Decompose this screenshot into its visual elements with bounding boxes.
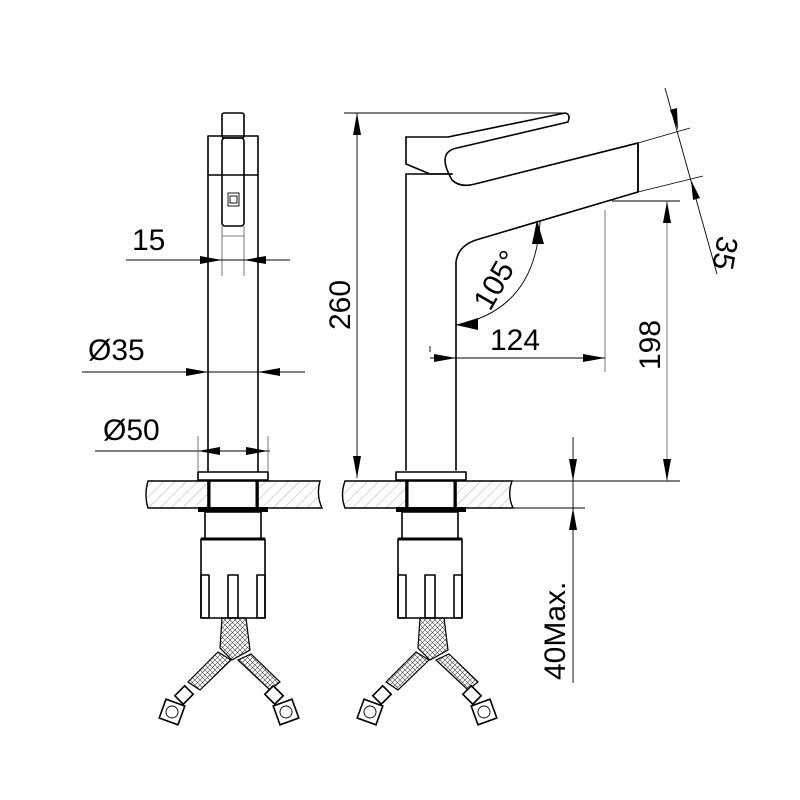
spout-handle-outline (405, 112, 639, 471)
dim-label-d50: Ø50 (103, 414, 160, 447)
side-view (341, 112, 639, 726)
handle-block (207, 135, 259, 176)
dim-label-35: 35 (705, 234, 743, 273)
lever-front (221, 137, 245, 227)
base-flange (197, 471, 269, 481)
dim-label-260: 260 (324, 280, 357, 330)
handle-top (221, 112, 245, 139)
hose-fitting-icon (158, 698, 186, 726)
dim-label-124: 124 (490, 324, 540, 357)
dimension-spout-height: 198 (585, 200, 680, 482)
mounting-nut (200, 538, 266, 619)
dim-label-40max: 40Max. (539, 582, 572, 680)
dim-label-105: 105° (467, 245, 527, 315)
aerator-icon (227, 192, 240, 207)
dim-label-d35: Ø35 (88, 334, 145, 367)
dim-label-15: 15 (132, 224, 165, 257)
dimension-spout-thickness: 35 (637, 87, 744, 275)
dimension-total-height: 260 (324, 112, 565, 478)
dimension-spout-angle: 105° (455, 220, 544, 330)
dimension-deck-thickness: 40Max. (539, 437, 577, 683)
hose-mesh (219, 617, 251, 661)
dimension-handle-width: 15 (126, 224, 290, 264)
front-view (145, 112, 324, 726)
hose-fitting-icon (272, 698, 300, 726)
dim-label-198: 198 (634, 320, 667, 370)
dimension-body-diameter: Ø35 (82, 334, 305, 376)
dimension-base-diameter: Ø50 (95, 414, 270, 472)
dimension-spout-reach: 124 (429, 210, 606, 372)
